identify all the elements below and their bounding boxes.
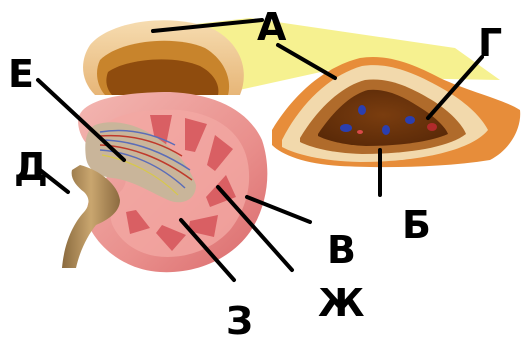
label-a: А (257, 8, 286, 46)
label-d: Д (14, 148, 48, 186)
label-g: Г (478, 24, 502, 62)
label-v: В (327, 231, 356, 269)
kidney-section (62, 92, 267, 272)
label-e: Е (8, 55, 34, 93)
label-b: Б (402, 206, 431, 244)
label-zh: Ж (318, 284, 365, 322)
label-z: З (226, 302, 253, 340)
